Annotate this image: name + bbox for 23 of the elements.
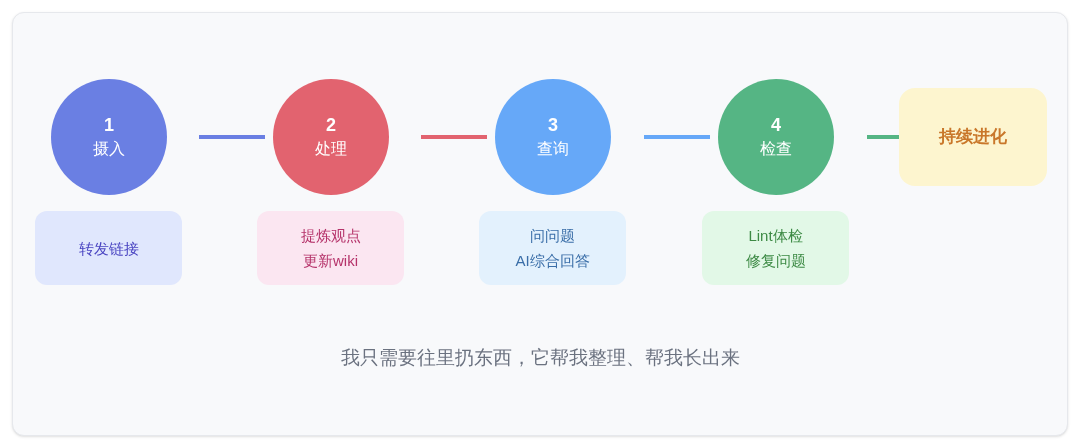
step-number: 4	[771, 114, 781, 137]
description-text: 更新wiki	[303, 251, 358, 271]
description-text: Lint体检	[748, 226, 803, 246]
description-text: 转发链接	[78, 238, 139, 259]
step-number: 2	[326, 114, 336, 137]
step-label: 检查	[760, 139, 792, 159]
description-text: AI综合回答	[515, 251, 590, 271]
step-label: 查询	[537, 139, 569, 159]
step-number: 3	[548, 114, 558, 137]
connector-line	[644, 135, 710, 139]
step-number: 1	[104, 114, 114, 137]
description-text: 修复问题	[745, 251, 806, 271]
connector-line	[199, 135, 265, 139]
description-text: 提炼观点	[300, 226, 361, 246]
connector-line	[421, 135, 487, 139]
step-label: 摄入	[93, 139, 125, 159]
description-box	[35, 211, 182, 285]
caption-text: 我只需要往里扔东西，它帮我整理、帮我长出来	[340, 346, 740, 370]
result-box	[899, 88, 1047, 186]
result-label: 持续进化	[939, 126, 1007, 148]
connector-line	[867, 135, 899, 139]
description-text: 问问题	[530, 226, 575, 246]
step-label: 处理	[315, 139, 347, 159]
